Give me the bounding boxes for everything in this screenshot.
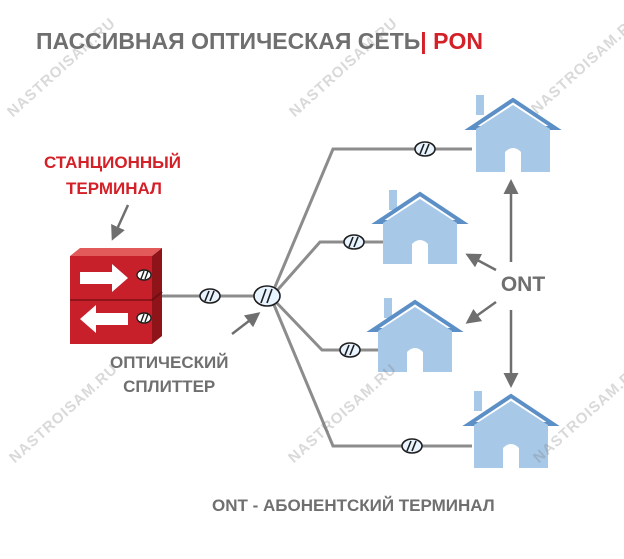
page-title: ПАССИВНАЯ ОПТИЧЕСКАЯ СЕТЬ| PON (36, 28, 483, 54)
arrow-to-station-terminal (111, 204, 130, 241)
station-terminal-label: СТАНЦИОННЫЙ ТЕРМИНАЛ (44, 153, 181, 198)
fiber-connectors (199, 141, 436, 454)
station-terminal-device-icon (70, 248, 163, 344)
house-icon-2 (371, 190, 469, 264)
splitter-icon (253, 285, 281, 307)
optical-splitter-label: ОПТИЧЕСКИЙ СПЛИТТЕР (110, 353, 229, 396)
caption: ONT - АБОНЕНТСКИЙ ТЕРМИНАЛ (212, 496, 495, 515)
connector-branch-1 (414, 141, 436, 157)
arrow-ont-house-3 (465, 300, 497, 324)
connector-branch-3 (339, 342, 361, 358)
house-icon-4 (462, 391, 560, 468)
connector-branch-2 (343, 234, 365, 250)
connector-branch-4 (401, 438, 423, 454)
ont-label: ONT (501, 273, 546, 296)
connector-trunk (199, 288, 221, 304)
pointer-arrows (111, 179, 519, 388)
house-icon-1 (464, 95, 562, 172)
arrow-ont-house-2 (465, 253, 497, 272)
fiber-branch-4 (270, 299, 472, 448)
arrow-to-splitter (231, 312, 261, 335)
house-icon-3 (366, 298, 464, 372)
